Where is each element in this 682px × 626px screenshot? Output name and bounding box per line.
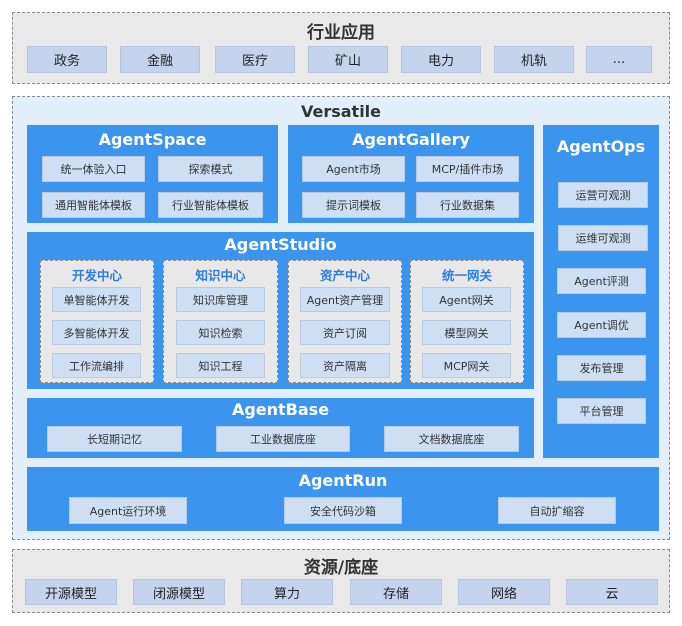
agent-gallery-item-industry-dataset: 行业数据集	[416, 192, 519, 218]
studio-group-dev-center-title: 开发中心	[71, 268, 122, 283]
agent-space-item-industry-template: 行业智能体模板	[158, 192, 263, 218]
industry-item-rail: 机轨	[494, 46, 574, 73]
agent-base-item-document-data: 文档数据底座	[384, 426, 519, 452]
agent-run-item-sandbox: 安全代码沙箱	[284, 497, 402, 524]
agent-ops-item-evaluation: Agent评测	[557, 268, 646, 294]
agent-ops-panel: AgentOps 运营可观测 运维可观测 Agent评测 Agent调优 发布管…	[543, 125, 659, 458]
agent-gallery-item-mcp-market: MCP/插件市场	[416, 156, 519, 182]
studio-group-dev-center: 开发中心 单智能体开发 多智能体开发 工作流编排	[40, 260, 154, 383]
agent-space-item-general-template: 通用智能体模板	[42, 192, 145, 218]
studio-item-workflow-orchestration: 工作流编排	[52, 353, 141, 378]
studio-item-agent-gateway: Agent网关	[422, 287, 511, 312]
agent-studio-title: AgentStudio	[224, 235, 337, 254]
agent-ops-title: AgentOps	[556, 137, 646, 156]
agent-ops-item-platform-management: 平台管理	[557, 398, 646, 424]
studio-item-knowledge-base-management: 知识库管理	[176, 287, 265, 312]
agent-base-title: AgentBase	[231, 400, 330, 419]
agent-ops-item-maintenance-observability: 运维可观测	[558, 225, 648, 251]
studio-item-multi-agent-dev: 多智能体开发	[52, 320, 141, 345]
resource-item-storage: 存储	[350, 579, 442, 605]
resource-item-network: 网络	[458, 579, 550, 605]
agent-base-panel: AgentBase 长短期记忆 工业数据底座 文档数据底座	[27, 398, 534, 458]
industry-applications-layer: 行业应用 政务 金融 医疗 矿山 电力 机轨 ...	[12, 12, 670, 84]
agent-ops-item-tuning: Agent调优	[557, 312, 646, 338]
studio-item-mcp-gateway: MCP网关	[422, 353, 511, 378]
studio-item-knowledge-engineering: 知识工程	[176, 353, 265, 378]
versatile-title: Versatile	[300, 102, 382, 121]
agent-base-item-industrial-data: 工业数据底座	[216, 426, 350, 452]
industry-item-power: 电力	[401, 46, 481, 73]
agent-run-item-runtime: Agent运行环境	[69, 497, 187, 524]
agent-run-panel: AgentRun Agent运行环境 安全代码沙箱 自动扩缩容	[27, 467, 659, 531]
agent-base-item-memory: 长短期记忆	[47, 426, 182, 452]
resources-layer: 资源/底座 开源模型 闭源模型 算力 存储 网络 云	[12, 549, 670, 613]
agent-ops-item-operation-observability: 运营可观测	[558, 182, 648, 208]
studio-group-knowledge-center: 知识中心 知识库管理 知识检索 知识工程	[163, 260, 278, 383]
studio-group-unified-gateway-title: 统一网关	[441, 268, 492, 283]
industry-item-more: ...	[586, 46, 652, 73]
industry-applications-title: 行业应用	[307, 23, 375, 43]
studio-item-asset-isolation: 资产隔离	[300, 353, 390, 378]
agent-space-item-unified-entry: 统一体验入口	[42, 156, 145, 182]
studio-group-knowledge-center-title: 知识中心	[195, 268, 246, 283]
agent-space-title: AgentSpace	[98, 130, 207, 149]
industry-item-mining: 矿山	[308, 46, 388, 73]
industry-item-finance: 金融	[120, 46, 200, 73]
agent-gallery-item-agent-market: Agent市场	[302, 156, 405, 182]
studio-item-model-gateway: 模型网关	[422, 320, 511, 345]
agent-studio-panel: AgentStudio 开发中心 单智能体开发 多智能体开发 工作流编排 知识中…	[27, 232, 534, 389]
resource-item-open-models: 开源模型	[25, 579, 117, 605]
agent-gallery-title: AgentGallery	[352, 130, 470, 149]
agent-space-item-explore-mode: 探索模式	[158, 156, 263, 182]
resource-item-closed-models: 闭源模型	[133, 579, 225, 605]
industry-item-government: 政务	[27, 46, 107, 73]
studio-group-asset-center: 资产中心 Agent资产管理 资产订阅 资产隔离	[288, 260, 402, 383]
resource-item-cloud: 云	[566, 579, 658, 605]
resources-title: 资源/底座	[303, 558, 379, 578]
resource-item-compute: 算力	[241, 579, 333, 605]
studio-item-agent-asset-management: Agent资产管理	[300, 287, 390, 312]
industry-item-medical: 医疗	[215, 46, 295, 73]
agent-gallery-item-prompt-template: 提示词模板	[302, 192, 405, 218]
agent-gallery-panel: AgentGallery Agent市场 MCP/插件市场 提示词模板 行业数据…	[288, 125, 534, 223]
agent-ops-item-release-management: 发布管理	[557, 355, 646, 381]
studio-group-unified-gateway: 统一网关 Agent网关 模型网关 MCP网关	[410, 260, 524, 383]
agent-run-item-autoscaling: 自动扩缩容	[498, 497, 616, 524]
studio-item-single-agent-dev: 单智能体开发	[52, 287, 141, 312]
studio-group-asset-center-title: 资产中心	[319, 268, 370, 283]
studio-item-asset-subscription: 资产订阅	[300, 320, 390, 345]
studio-item-knowledge-retrieval: 知识检索	[176, 320, 265, 345]
agent-run-title: AgentRun	[298, 471, 388, 490]
agent-space-panel: AgentSpace 统一体验入口 探索模式 通用智能体模板 行业智能体模板	[27, 125, 278, 223]
